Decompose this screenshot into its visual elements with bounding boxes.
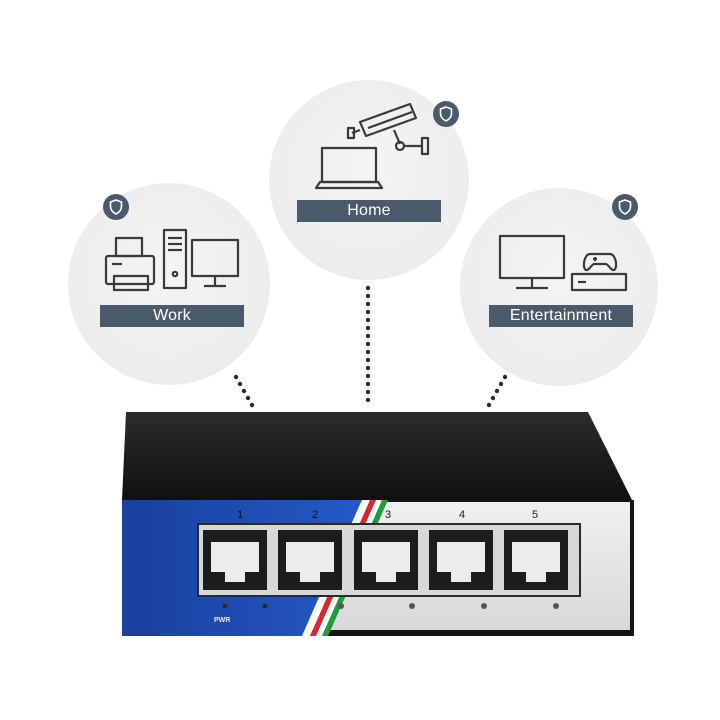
printer-icon	[104, 236, 156, 292]
port-label-3: 3	[384, 509, 392, 521]
port-label-4: 4	[458, 509, 466, 521]
entertainment-label: Entertainment	[489, 305, 633, 327]
status-leds	[222, 603, 559, 609]
shield-icon	[612, 194, 638, 220]
connector-entertainment-dots	[486, 374, 508, 408]
ethernet-port-3	[354, 530, 418, 590]
shield-icon	[103, 194, 129, 220]
home-label: Home	[297, 200, 441, 222]
monitor-icon	[190, 238, 240, 288]
ethernet-port-2	[278, 530, 342, 590]
laptop-icon	[314, 146, 384, 190]
connector-home-dots	[365, 285, 371, 403]
entertainment-icons	[498, 234, 628, 292]
ethernet-port-4	[429, 530, 493, 590]
home-icons	[314, 102, 430, 190]
port-label-5: 5	[531, 509, 539, 521]
shield-icon	[433, 101, 459, 127]
ethernet-port-1	[203, 530, 267, 590]
work-label: Work	[100, 305, 244, 327]
switch-top	[122, 412, 632, 500]
power-label: PWR	[214, 617, 231, 624]
work-icons	[104, 228, 240, 292]
game-console-icon	[570, 252, 628, 292]
ethernet-port-5	[504, 530, 568, 590]
connector-work-dots	[233, 374, 255, 408]
security-camera-icon	[346, 102, 430, 156]
tv-icon	[498, 234, 566, 290]
work-bubble	[68, 183, 270, 385]
port-label-1: 1	[236, 509, 244, 521]
port-label-2: 2	[311, 509, 319, 521]
desktop-tower-icon	[162, 228, 188, 290]
